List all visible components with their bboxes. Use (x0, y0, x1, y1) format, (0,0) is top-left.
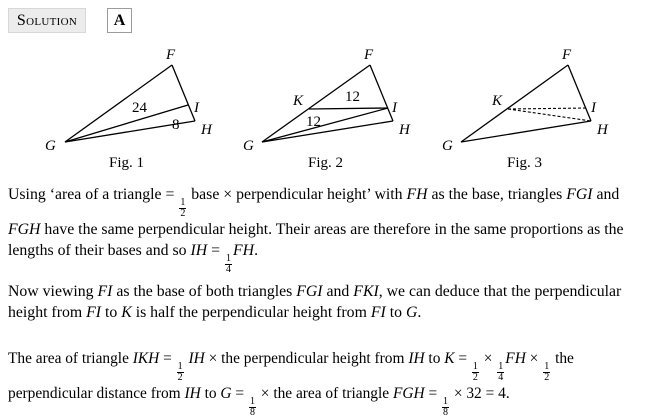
math-g: G (405, 304, 418, 321)
p3-text: × (525, 350, 543, 367)
math-fki: FKI (353, 283, 379, 300)
p3-text: × the perpendicular height from (204, 350, 409, 367)
p3-text: × (479, 350, 497, 367)
p3-text: × 32 = 4. (449, 385, 510, 402)
math-ih: IH (184, 385, 201, 402)
answer-badge: A (107, 8, 132, 33)
figure-3: F G H I K Fig. 3 (442, 47, 609, 171)
math-fi: FI (97, 283, 113, 300)
p2-text: . (417, 304, 422, 321)
math-ikh: IKH (132, 350, 160, 367)
solution-label: Solution (8, 8, 86, 33)
p1-text: = (207, 242, 224, 259)
math-ih: IH (184, 350, 205, 367)
math-k: K (444, 350, 455, 367)
math-fgh: FGH (8, 221, 41, 238)
p1-text: . (254, 242, 259, 259)
vertex-f: F (561, 47, 572, 63)
vertex-g: G (243, 138, 254, 154)
vertex-f: F (363, 47, 374, 63)
figure-1: F G H I 24 8 Fig. 1 (45, 47, 213, 171)
p2-text: , we can deduce that the perpendicular h… (8, 283, 622, 321)
p3-text: the perpendicular distance from (8, 350, 574, 402)
area-label-fgi: 24 (132, 100, 148, 116)
vertex-k: K (292, 93, 304, 109)
vertex-g: G (45, 138, 56, 154)
math-fh: FH (233, 242, 255, 259)
p1-text: and (592, 186, 620, 203)
p1-text: base × perpendicular height’ with (187, 186, 407, 203)
p3-text: = (454, 350, 471, 367)
math-ih: IH (408, 350, 425, 367)
p2-text: to (385, 304, 406, 321)
p2-text: Now viewing (8, 283, 98, 300)
p3-text: to (200, 385, 221, 402)
figure-3-caption: Fig. 3 (507, 155, 542, 171)
math-fi: FI (86, 304, 102, 321)
figure-2: F G H I K 12 12 Fig. 2 (243, 47, 411, 171)
p2-text: is half the perpendicular height from (131, 304, 371, 321)
math-fi: FI (370, 304, 386, 321)
vertex-i: I (193, 100, 200, 116)
vertex-i: I (590, 100, 597, 116)
vertex-i: I (391, 100, 398, 116)
vertex-h: H (596, 122, 609, 138)
math-fgi: FGI (296, 283, 323, 300)
vertex-k: K (491, 93, 503, 109)
p3-text: to (424, 350, 445, 367)
math-k: K (121, 304, 132, 321)
vertex-f: F (165, 47, 176, 63)
figure-1-caption: Fig. 1 (109, 155, 144, 171)
p1-text: Using ‘area of a triangle = (8, 186, 179, 203)
paragraph-2: Now viewing FI as the base of both trian… (8, 281, 653, 323)
math-g: G (220, 385, 232, 402)
math-fh: FH (406, 186, 428, 203)
p3-text: The area of triangle (8, 350, 133, 367)
vertex-h: H (398, 122, 411, 138)
figures: F G H I 24 8 Fig. 1 F G H I K 12 12 Fig.… (45, 47, 609, 171)
p3-text: × the area of triangle (256, 385, 393, 402)
p1-text: have the same perpendicular height. Thei… (8, 221, 624, 259)
p3-text: = (424, 385, 441, 402)
math-fgh: FGH (392, 385, 425, 402)
figure-2-caption: Fig. 2 (308, 155, 343, 171)
vertex-h: H (200, 122, 213, 138)
p3-text: = (231, 385, 248, 402)
area-label-gih: 8 (172, 117, 180, 133)
math-ih: IH (190, 242, 208, 259)
p3-text: = (159, 350, 176, 367)
area-label-fki: 12 (345, 89, 360, 105)
vertex-g: G (442, 138, 453, 154)
area-label-gki: 12 (306, 114, 321, 130)
math-fh: FH (505, 350, 526, 367)
p2-text: to (101, 304, 122, 321)
p2-text: and (322, 283, 354, 300)
p1-text: as the base, triangles (427, 186, 567, 203)
p2-text: as the base of both triangles (112, 283, 297, 300)
math-fgi: FGI (566, 186, 593, 203)
